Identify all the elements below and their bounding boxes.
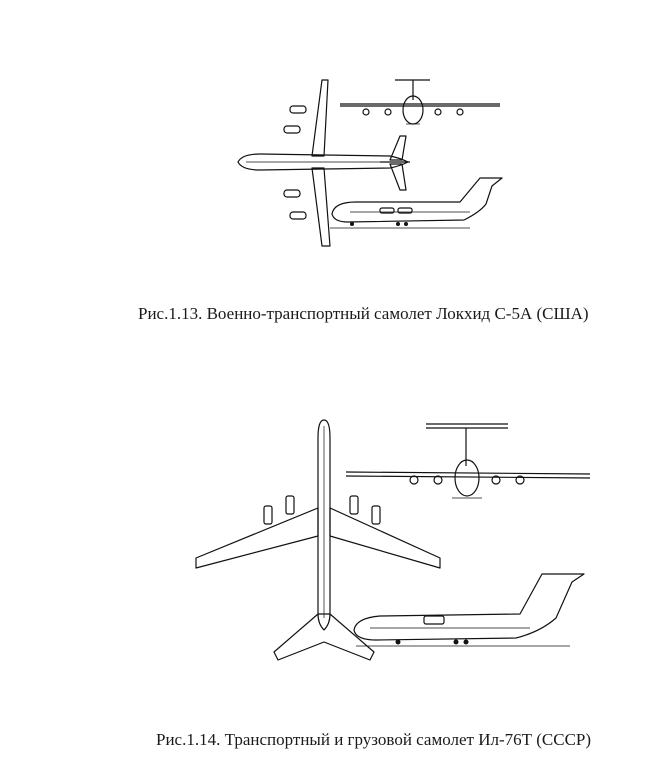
il76-side-view — [353, 573, 585, 647]
figure-caption-2: Рис.1.14. Транспортный и грузовой самоле… — [156, 730, 592, 749]
figure-c5a-drawing — [230, 74, 510, 254]
il76-front-view — [345, 423, 590, 499]
il76-top-view — [195, 419, 441, 661]
c5a-side-view — [330, 177, 503, 229]
figure-caption-1: Рис.1.13. Военно-транспортный самолет Ло… — [138, 304, 589, 323]
c5a-top-view — [237, 79, 410, 247]
c5a-front-view — [340, 79, 500, 125]
figure-il76-drawing — [190, 418, 590, 674]
